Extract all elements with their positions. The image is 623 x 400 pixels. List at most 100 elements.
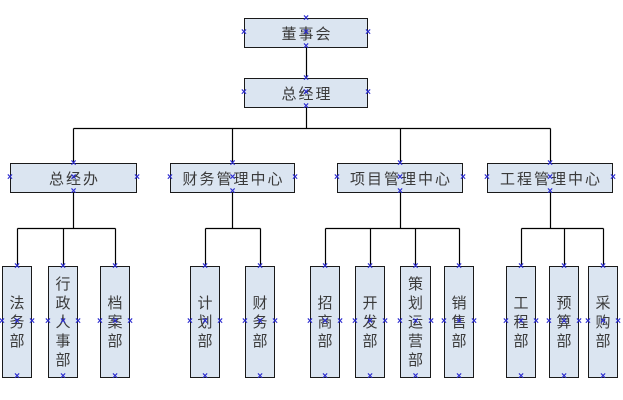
dept-planning[interactable]: 计划部 ××××× [187, 261, 223, 382]
dept-procurement[interactable]: 采购部 ××××× [585, 261, 621, 382]
dept-engineering[interactable]: 工程部 ××××× [503, 261, 539, 382]
node-general-manager[interactable]: 总经理 ××××× [241, 74, 371, 112]
anchor-marker-icon: × [518, 371, 524, 382]
anchor-marker-icon: × [365, 27, 371, 38]
node-label: 销售部 [451, 294, 467, 350]
anchor-marker-icon: × [112, 261, 118, 272]
node-label: 档案部 [107, 294, 123, 350]
anchor-marker-icon: × [585, 316, 591, 327]
anchor-marker-icon: × [561, 261, 567, 272]
anchor-marker-icon: × [503, 316, 509, 327]
node-finance-center[interactable]: 财务管理中心 ××××× [167, 159, 298, 197]
dept-investment[interactable]: 招商部 ××××× [307, 261, 343, 382]
dept-planning-operations[interactable]: 策划运营部 ××××× [397, 261, 434, 382]
anchor-marker-icon: × [75, 316, 81, 327]
node-label: 招商部 [317, 294, 333, 350]
anchor-marker-icon: × [441, 316, 447, 327]
anchor-marker-icon: × [29, 316, 35, 327]
anchor-marker-icon: × [365, 87, 371, 98]
anchor-marker-icon: × [202, 371, 208, 382]
anchor-marker-icon: × [600, 371, 606, 382]
node-label: 董事会 [281, 25, 333, 43]
anchor-marker-icon: × [127, 316, 133, 327]
anchor-marker-icon: × [257, 371, 263, 382]
anchor-marker-icon: × [397, 316, 403, 327]
anchor-marker-icon: × [615, 316, 621, 327]
anchor-marker-icon: × [576, 316, 582, 327]
anchor-marker-icon: × [547, 186, 553, 197]
anchor-marker-icon: × [610, 172, 616, 183]
anchor-marker-icon: × [14, 261, 20, 272]
anchor-marker-icon: × [217, 316, 223, 327]
anchor-marker-icon: × [134, 172, 140, 183]
anchor-marker-icon: × [322, 261, 328, 272]
anchor-marker-icon: × [242, 316, 248, 327]
anchor-marker-icon: × [241, 87, 247, 98]
anchor-marker-icon: × [60, 261, 66, 272]
anchor-marker-icon: × [202, 261, 208, 272]
anchor-marker-icon: × [112, 371, 118, 382]
node-engineering-center[interactable]: 工程管理中心 ××××× [484, 159, 616, 197]
node-gm-office[interactable]: 总经办 ××××× [7, 159, 140, 197]
anchor-marker-icon: × [337, 316, 343, 327]
anchor-marker-icon: × [412, 261, 419, 272]
anchor-marker-icon: × [412, 371, 419, 382]
anchor-marker-icon: × [367, 371, 373, 382]
dept-legal[interactable]: 法务部 ××××× [0, 261, 35, 382]
anchor-marker-icon: × [456, 261, 462, 272]
anchor-marker-icon: × [303, 101, 309, 112]
dept-development[interactable]: 开发部 ××××× [352, 261, 388, 382]
anchor-marker-icon: × [70, 186, 77, 197]
anchor-marker-icon: × [187, 316, 193, 327]
node-label: 项目管理中心 [349, 170, 452, 188]
anchor-marker-icon: × [322, 371, 328, 382]
dept-archives[interactable]: 档案部 ××××× [97, 261, 133, 382]
node-label: 总经理 [281, 85, 333, 103]
anchor-marker-icon: × [307, 316, 313, 327]
node-project-center[interactable]: 项目管理中心 ××××× [334, 159, 466, 197]
node-label: 财务部 [252, 294, 268, 350]
anchor-marker-icon: × [352, 316, 358, 327]
anchor-marker-icon: × [167, 172, 173, 183]
anchor-marker-icon: × [471, 316, 477, 327]
anchor-marker-icon: × [0, 316, 5, 327]
node-label: 采购部 [595, 294, 611, 350]
dept-sales[interactable]: 销售部 ××××× [441, 261, 477, 382]
dept-admin-hr[interactable]: 行政人事部 ××××× [45, 261, 81, 382]
node-label: 法务部 [9, 294, 25, 350]
anchor-marker-icon: × [397, 186, 403, 197]
anchor-marker-icon: × [600, 261, 606, 272]
node-label: 工程管理中心 [499, 170, 602, 188]
anchor-marker-icon: × [460, 172, 466, 183]
anchor-marker-icon: × [60, 371, 66, 382]
anchor-marker-icon: × [484, 172, 490, 183]
node-label: 工程部 [513, 294, 529, 350]
anchor-marker-icon: × [367, 261, 373, 272]
anchor-marker-icon: × [428, 316, 434, 327]
anchor-marker-icon: × [292, 172, 298, 183]
node-label: 策划运营部 [408, 275, 424, 369]
anchor-marker-icon: × [14, 371, 20, 382]
anchor-marker-icon: × [272, 316, 278, 327]
anchor-marker-icon: × [546, 316, 552, 327]
node-label: 开发部 [362, 294, 378, 350]
dept-finance[interactable]: 财务部 ××××× [242, 261, 278, 382]
anchor-marker-icon: × [303, 41, 309, 52]
anchor-marker-icon: × [257, 261, 263, 272]
anchor-marker-icon: × [456, 371, 462, 382]
node-label: 预算部 [556, 294, 572, 350]
node-label: 计划部 [197, 294, 213, 350]
anchor-marker-icon: × [334, 172, 340, 183]
dept-budget[interactable]: 预算部 ××××× [546, 261, 582, 382]
anchor-marker-icon: × [382, 316, 388, 327]
anchor-marker-icon: × [229, 186, 236, 197]
anchor-marker-icon: × [518, 261, 524, 272]
anchor-marker-icon: × [7, 172, 13, 183]
anchor-marker-icon: × [533, 316, 539, 327]
anchor-marker-icon: × [45, 316, 51, 327]
node-label: 总经办 [48, 170, 100, 188]
anchor-marker-icon: × [241, 27, 247, 38]
node-board-of-directors[interactable]: 董事会 ××××× [241, 14, 371, 52]
node-label: 行政人事部 [55, 275, 71, 369]
